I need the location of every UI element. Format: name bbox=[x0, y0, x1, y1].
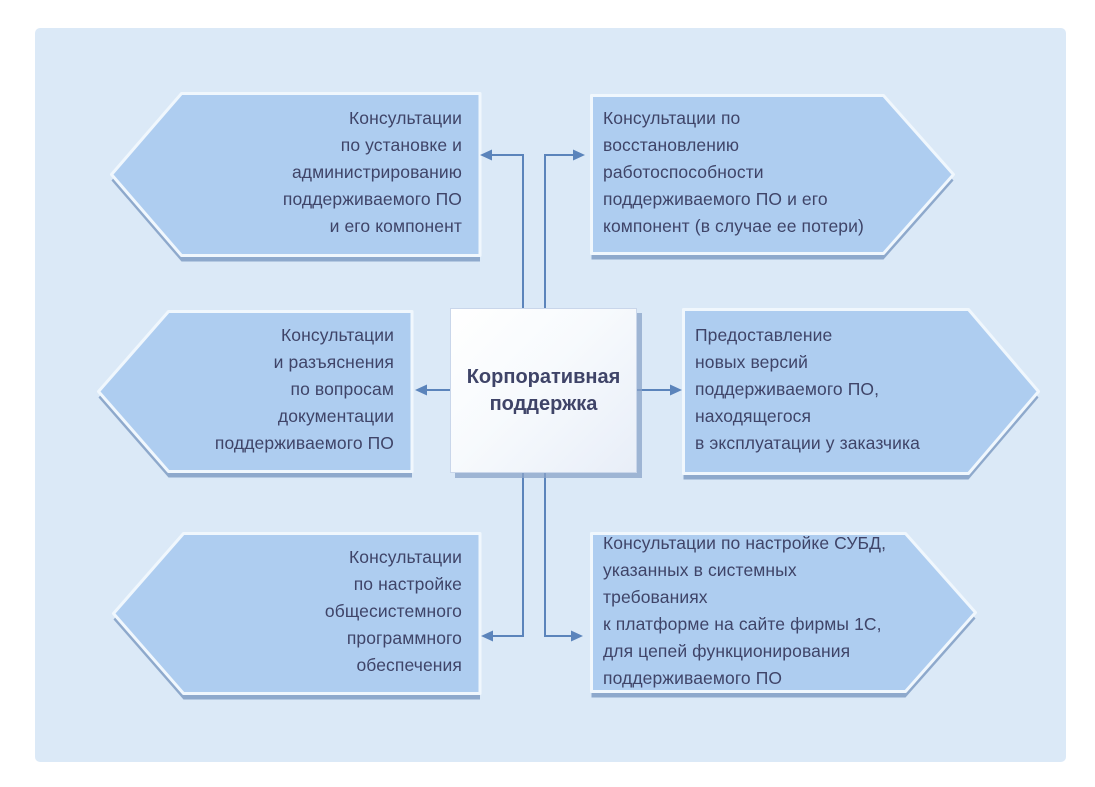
chevron-left-shape bbox=[112, 532, 482, 700]
node-dbms-consulting: Консультации по настройке СУБД, указанны… bbox=[590, 532, 977, 698]
chevron-right-shape bbox=[590, 94, 955, 260]
node-new-versions: Предоставление новых версий поддерживаем… bbox=[682, 308, 1040, 480]
node-install-admin-consulting: Консультации по установке и администриро… bbox=[110, 92, 482, 262]
chevron-right-shape bbox=[682, 308, 1040, 480]
node-system-software-consulting: Консультации по настройке общесистемного… bbox=[112, 532, 482, 700]
node-label: Консультации и разъяснения по вопросам д… bbox=[214, 325, 394, 453]
node-documentation-consulting: Консультации и разъяснения по вопросам д… bbox=[97, 310, 414, 478]
chevron-left-shape bbox=[97, 310, 414, 478]
node-label: Консультации по установке и администриро… bbox=[282, 108, 462, 236]
node-recovery-consulting: Консультации по восстановлению работоспо… bbox=[590, 94, 955, 260]
center-node-title: Корпоративная поддержка bbox=[466, 365, 621, 415]
node-corporate-support-center: Корпоративная поддержка bbox=[450, 308, 637, 473]
chevron-right-shape bbox=[590, 532, 977, 698]
node-label: Консультации по восстановлению работоспо… bbox=[603, 108, 864, 236]
chevron-left-shape bbox=[110, 92, 482, 262]
node-label: Консультации по настройке общесистемного… bbox=[324, 547, 462, 675]
node-label: Предоставление новых версий поддерживаем… bbox=[695, 325, 920, 453]
node-label: Консультации по настройке СУБД, указанны… bbox=[603, 532, 887, 688]
